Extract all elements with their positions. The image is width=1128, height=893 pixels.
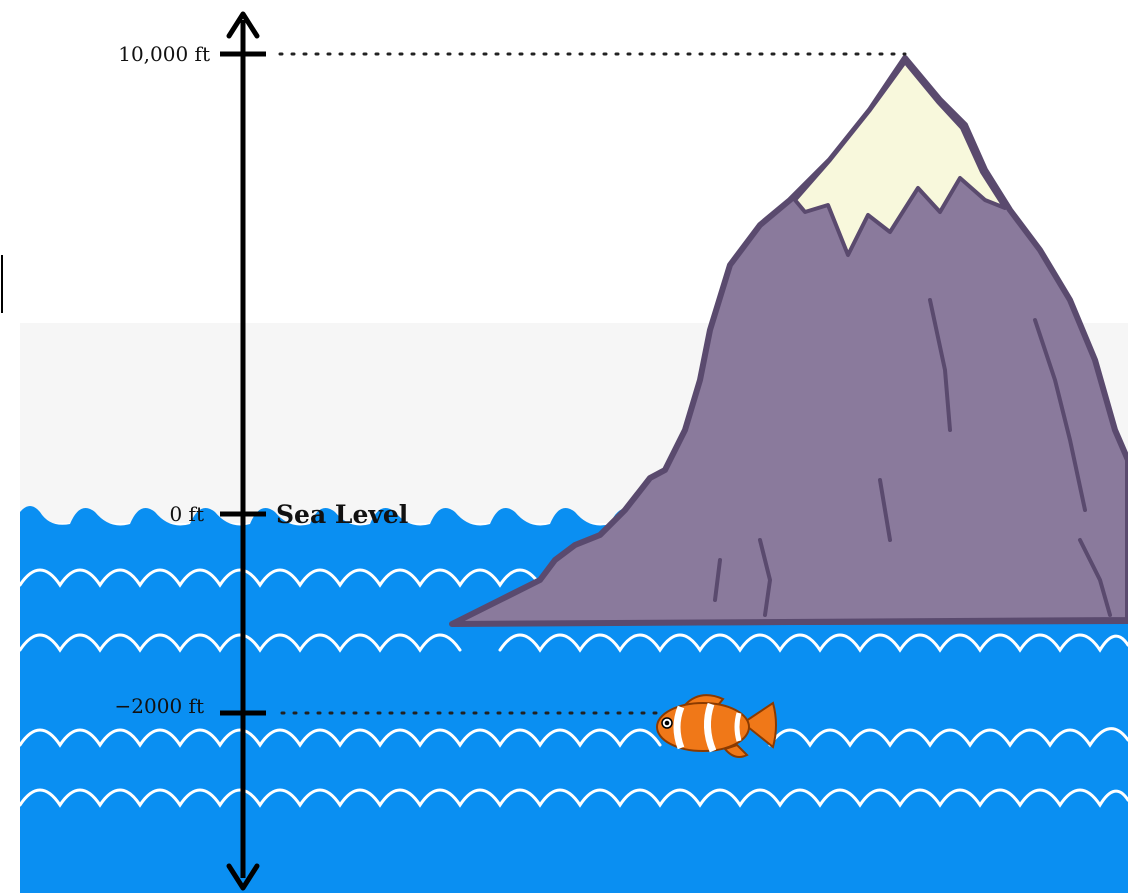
mountain-body (449, 55, 1128, 627)
clownfish-icon (656, 694, 777, 758)
arrow-down-icon (226, 863, 260, 891)
mountain-snowcap (793, 60, 1007, 257)
fish-stripe-3 (734, 712, 742, 742)
ridge-4 (1078, 538, 1112, 617)
wave-row-2 (18, 633, 1128, 653)
fish-tail (741, 701, 777, 749)
mountain-ridges (713, 298, 1112, 617)
arrow-up-icon (226, 11, 260, 39)
wave-row-4 (18, 788, 1128, 808)
wave-row-1 (18, 568, 542, 588)
wave-row-3 (18, 727, 1128, 748)
label-10000-ft: 10,000 ft (118, 42, 210, 66)
ridge-2 (928, 298, 952, 432)
ridge-3 (758, 538, 773, 617)
label-minus-2000-ft: −2000 ft (115, 694, 204, 718)
island-shore (451, 620, 1128, 626)
ridge-6 (878, 478, 892, 542)
label-0-ft: 0 ft (169, 502, 204, 526)
label-sea-level: Sea Level (276, 500, 408, 529)
fish-stripe-1 (673, 705, 685, 750)
mountain-island-icon (449, 55, 1128, 627)
wave-lines (18, 568, 1128, 808)
fish-stripe-2 (704, 702, 717, 753)
vertical-axis (220, 11, 266, 891)
ridge-1 (1033, 318, 1087, 512)
ridge-5 (713, 558, 722, 602)
fish-pupil (664, 720, 670, 726)
fish-bottom-fin (723, 743, 749, 758)
